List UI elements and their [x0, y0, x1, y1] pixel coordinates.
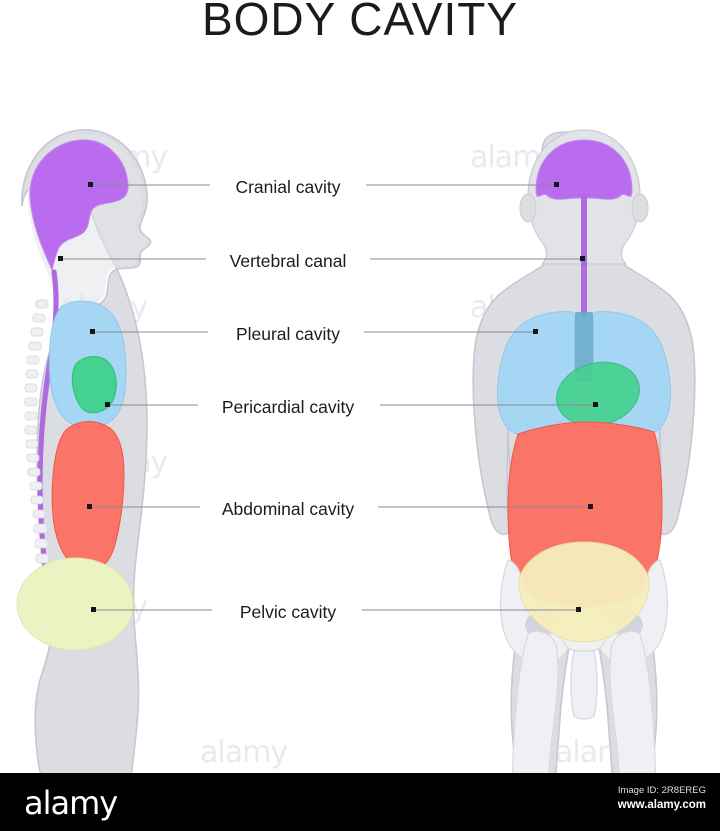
leader-dot-cranial-right [554, 182, 559, 187]
pericardial-cavity-lateral [71, 356, 117, 414]
pelvic-cavity-lateral [16, 557, 134, 651]
leader-dot-abdominal-right [588, 504, 593, 509]
abdominal-cavity-lateral [51, 421, 125, 572]
pelvic-cavity-anterior [518, 541, 650, 643]
leader-lines-group [58, 182, 598, 612]
leader-dot-pelvic-right [576, 607, 581, 612]
leader-dot-pericardial-right [593, 402, 598, 407]
lateral-vertebrae [24, 299, 51, 579]
alamy-logo: alamy [24, 784, 118, 822]
leader-dot-vertebral-right [580, 256, 585, 261]
leader-dot-pericardial-left [105, 402, 110, 407]
cavity-labels-group: Cranial cavity Vertebral canal Pleural c… [222, 177, 355, 622]
label-pelvic-cavity: Pelvic cavity [240, 602, 337, 622]
alamy-url-text[interactable]: www.alamy.com [617, 799, 706, 811]
label-vertebral-canal: Vertebral canal [230, 251, 347, 271]
label-pleural-cavity: Pleural cavity [236, 324, 340, 344]
leader-dot-pleural-right [533, 329, 538, 334]
leader-dot-abdominal-left [87, 504, 92, 509]
footer-meta: Image ID: 2R8EREG www.alamy.com [618, 785, 706, 811]
anterior-femur-bones [511, 630, 657, 799]
alamy-footer-bar: alamy Image ID: 2R8EREG www.alamy.com [0, 773, 720, 831]
anterior-body-figure [472, 129, 696, 799]
anterior-ear-left [519, 193, 537, 223]
leader-dot-pelvic-left [91, 607, 96, 612]
leader-dot-cranial-left [88, 182, 93, 187]
label-pericardial-cavity: Pericardial cavity [222, 397, 355, 417]
page-title: BODY CAVITY [201, 0, 519, 45]
cranial-cavity-lateral [29, 139, 129, 272]
lateral-body-figure [16, 129, 152, 799]
image-id-text: Image ID: 2R8EREG [617, 785, 706, 796]
label-cranial-cavity: Cranial cavity [235, 177, 340, 197]
anterior-ear-right [631, 193, 649, 223]
leader-dot-vertebral-left [58, 256, 63, 261]
label-abdominal-cavity: Abdominal cavity [222, 499, 355, 519]
leader-dot-pleural-left [90, 329, 95, 334]
